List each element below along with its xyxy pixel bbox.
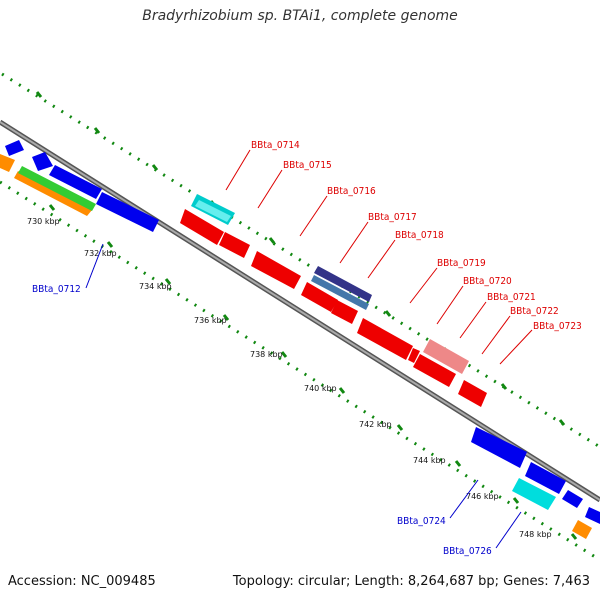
tick-mark	[558, 419, 566, 426]
tick-mark	[338, 387, 346, 394]
gene-red	[331, 300, 358, 324]
inner-tick-ring	[0, 180, 600, 562]
gene-red	[413, 354, 456, 387]
gene-label-bbta-0715: BBta_0715	[283, 160, 332, 171]
genome-summary-text: Topology: circular; Length: 8,264,687 bp…	[232, 574, 590, 589]
tick-label: 748 kbp	[519, 530, 552, 539]
gene-red	[301, 282, 338, 312]
gene-blue-right	[471, 427, 527, 468]
gene-orange	[14, 171, 92, 216]
gene-labels-highlight: BBta_0714 BBta_0715 BBta_0716 BBta_0717 …	[251, 140, 582, 332]
outer-tick-ring	[1, 72, 600, 449]
gene-label-bbta-0721: BBta_0721	[487, 292, 536, 303]
gene-arrow-blue	[32, 152, 53, 171]
gene-red	[458, 380, 487, 407]
tick-mark	[454, 460, 462, 467]
gene-label-bbta-0719: BBta_0719	[437, 258, 486, 269]
gene-label-bbta-0726: BBta_0726	[443, 546, 492, 557]
map-title: Bradyrhizobium sp. BTAi1, complete genom…	[142, 8, 458, 24]
gene-arrow-blue	[96, 192, 159, 232]
tick-label: 740 kbp	[304, 384, 337, 393]
gene-label-bbta-0716: BBta_0716	[327, 186, 376, 197]
tick-mark	[48, 204, 56, 211]
gene-pink	[423, 339, 469, 374]
genome-backbone	[0, 119, 600, 503]
gene-blue-right	[585, 507, 600, 524]
gene-red	[180, 209, 224, 245]
gene-label-bbta-0724: BBta_0724	[397, 516, 446, 527]
tick-mark	[396, 424, 404, 431]
gene-cyan-light	[195, 200, 231, 222]
gene-blue-right	[525, 462, 566, 494]
gene-arrow-blue	[5, 140, 24, 156]
gene-blue-right	[562, 490, 583, 508]
tick-label: 744 kbp	[413, 456, 446, 465]
gene-red	[219, 232, 250, 258]
tick-mark	[268, 237, 276, 244]
tick-mark	[93, 127, 101, 134]
gene-label-bbta-0718: BBta_0718	[395, 230, 444, 241]
gene-arrow-blue	[49, 165, 102, 199]
tick-label: 742 kbp	[359, 420, 392, 429]
gene-red	[251, 251, 301, 289]
gene-label-bbta-0720: BBta_0720	[463, 276, 512, 287]
gene-green	[18, 166, 96, 211]
gene-labels-other: BBta_0712 BBta_0724 BBta_0726	[32, 284, 492, 557]
tick-mark	[106, 241, 114, 248]
gene-red	[408, 348, 420, 363]
tick-mark	[512, 497, 520, 504]
tick-mark	[35, 91, 43, 98]
accession-text: Accession: NC_009485	[8, 574, 156, 589]
gene-label-bbta-0723: BBta_0723	[533, 321, 582, 332]
tick-label: 746 kbp	[466, 492, 499, 501]
tick-label: 738 kbp	[250, 350, 283, 359]
gene-orange-right	[572, 520, 592, 539]
tick-mark	[280, 351, 288, 358]
leader-lines-highlight	[225, 149, 533, 365]
tick-mark	[164, 278, 172, 285]
leader-lines-other	[85, 243, 522, 549]
gene-steel	[311, 275, 369, 310]
tick-mark	[384, 310, 392, 317]
gene-label-bbta-0717: BBta_0717	[368, 212, 417, 223]
genes-reverse	[0, 154, 592, 539]
gene-navy	[314, 266, 372, 302]
tick-label: 734 kbp	[139, 282, 172, 291]
gene-red	[357, 318, 413, 360]
tick-label: 736 kbp	[194, 316, 227, 325]
genes-forward	[5, 140, 600, 524]
tick-labels: 730 kbp 732 kbp 734 kbp 736 kbp 738 kbp …	[27, 217, 552, 539]
gene-orange	[0, 154, 15, 172]
tick-label: 730 kbp	[27, 217, 60, 226]
tick-mark	[222, 314, 230, 321]
gene-label-bbta-0712: BBta_0712	[32, 284, 81, 295]
tick-mark	[500, 383, 508, 390]
gene-cyan-right	[512, 478, 556, 510]
gene-label-bbta-0714: BBta_0714	[251, 140, 300, 151]
tick-label: 732 kbp	[84, 249, 117, 258]
tick-mark	[151, 164, 159, 171]
gene-label-bbta-0722: BBta_0722	[510, 306, 559, 317]
tick-mark	[570, 533, 578, 540]
